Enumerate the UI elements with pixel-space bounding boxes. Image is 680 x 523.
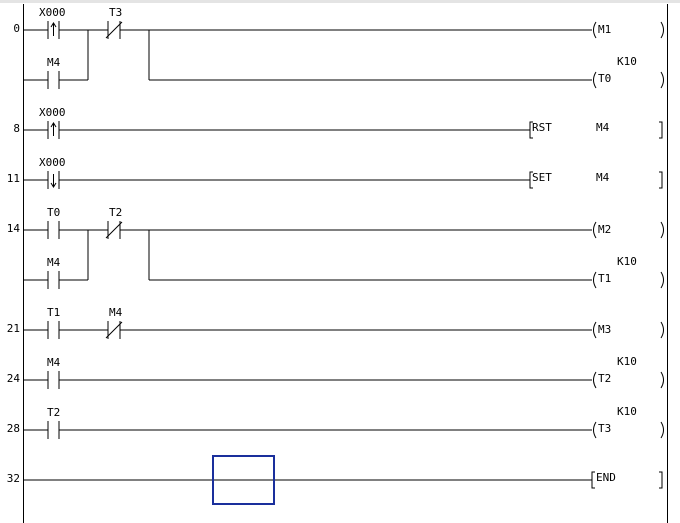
end-instruction[interactable]: END: [591, 471, 663, 489]
rst-instruction[interactable]: RST M4: [529, 121, 663, 139]
step-number: 11: [7, 172, 20, 185]
contact-label: T3: [109, 6, 122, 19]
svg-text:T1: T1: [598, 272, 611, 285]
rung-21[interactable]: 21 T1 M4 M3: [7, 306, 664, 339]
nc-contact[interactable]: T2: [105, 206, 123, 239]
timer-coil[interactable]: K10 T0: [593, 55, 664, 89]
output-coil[interactable]: M3: [593, 321, 664, 339]
rung-24[interactable]: 24 M4 K10 T2: [7, 355, 664, 389]
no-contact[interactable]: T2: [47, 406, 60, 439]
output-coil[interactable]: M2: [593, 221, 664, 239]
step-number: 32: [7, 472, 20, 485]
timer-coil[interactable]: K10 T1: [593, 255, 664, 289]
timer-coil[interactable]: K10 T2: [593, 355, 664, 389]
set-instruction[interactable]: SET M4: [529, 171, 663, 189]
svg-text:T2: T2: [598, 372, 611, 385]
contact-label: X000: [39, 6, 66, 19]
contact-label: X000: [39, 156, 66, 169]
svg-text:M1: M1: [598, 23, 611, 36]
step-number: 28: [7, 422, 20, 435]
output-coil[interactable]: M1: [593, 21, 664, 39]
contact-label: T1: [47, 306, 60, 319]
no-contact[interactable]: M4: [47, 356, 61, 389]
window-top-edge: [0, 0, 680, 3]
instruction-operand: M4: [596, 171, 610, 184]
contact-label: M4: [47, 356, 61, 369]
no-contact[interactable]: M4: [47, 56, 61, 89]
contact-label: T0: [47, 206, 60, 219]
step-number: 0: [13, 22, 20, 35]
nc-contact[interactable]: M4: [105, 306, 123, 339]
falling-edge-contact[interactable]: X000: [39, 156, 66, 189]
svg-text:M3: M3: [598, 323, 611, 336]
step-number: 14: [7, 222, 21, 235]
rung-0[interactable]: 0 X000 T3 M4 M1 K10 T0: [13, 6, 664, 89]
svg-text:RST: RST: [532, 121, 552, 134]
svg-text:T0: T0: [598, 72, 611, 85]
timer-setting: K10: [617, 405, 637, 418]
step-number: 24: [7, 372, 21, 385]
timer-coil[interactable]: K10 T3: [593, 405, 664, 439]
no-contact[interactable]: T0: [47, 206, 60, 239]
svg-text:END: END: [596, 471, 616, 484]
contact-label: M4: [47, 256, 61, 269]
svg-text:SET: SET: [532, 171, 552, 184]
step-number: 8: [13, 122, 20, 135]
contact-label: T2: [47, 406, 60, 419]
timer-setting: K10: [617, 55, 637, 68]
no-contact[interactable]: T1: [47, 306, 60, 339]
timer-setting: K10: [617, 255, 637, 268]
rung-14[interactable]: 14 T0 T2 M4 M2 K10 T1: [7, 206, 664, 289]
svg-text:T3: T3: [598, 422, 611, 435]
nc-contact[interactable]: T3: [105, 6, 123, 39]
contact-label: M4: [47, 56, 61, 69]
rising-edge-contact[interactable]: X000: [39, 6, 66, 39]
cell-cursor[interactable]: [212, 455, 275, 505]
instruction-operand: M4: [596, 121, 610, 134]
rung-32[interactable]: 32 END: [7, 471, 663, 489]
timer-setting: K10: [617, 355, 637, 368]
no-contact[interactable]: M4: [47, 256, 61, 289]
rung-8[interactable]: 8 X000 RST M4: [13, 106, 663, 139]
rung-28[interactable]: 28 T2 K10 T3: [7, 405, 664, 439]
rung-11[interactable]: 11 X000 SET M4: [7, 156, 663, 189]
contact-label: X000: [39, 106, 66, 119]
contact-label: T2: [109, 206, 122, 219]
contact-label: M4: [109, 306, 123, 319]
svg-text:M2: M2: [598, 223, 611, 236]
step-number: 21: [7, 322, 20, 335]
rising-edge-contact[interactable]: X000: [39, 106, 66, 139]
